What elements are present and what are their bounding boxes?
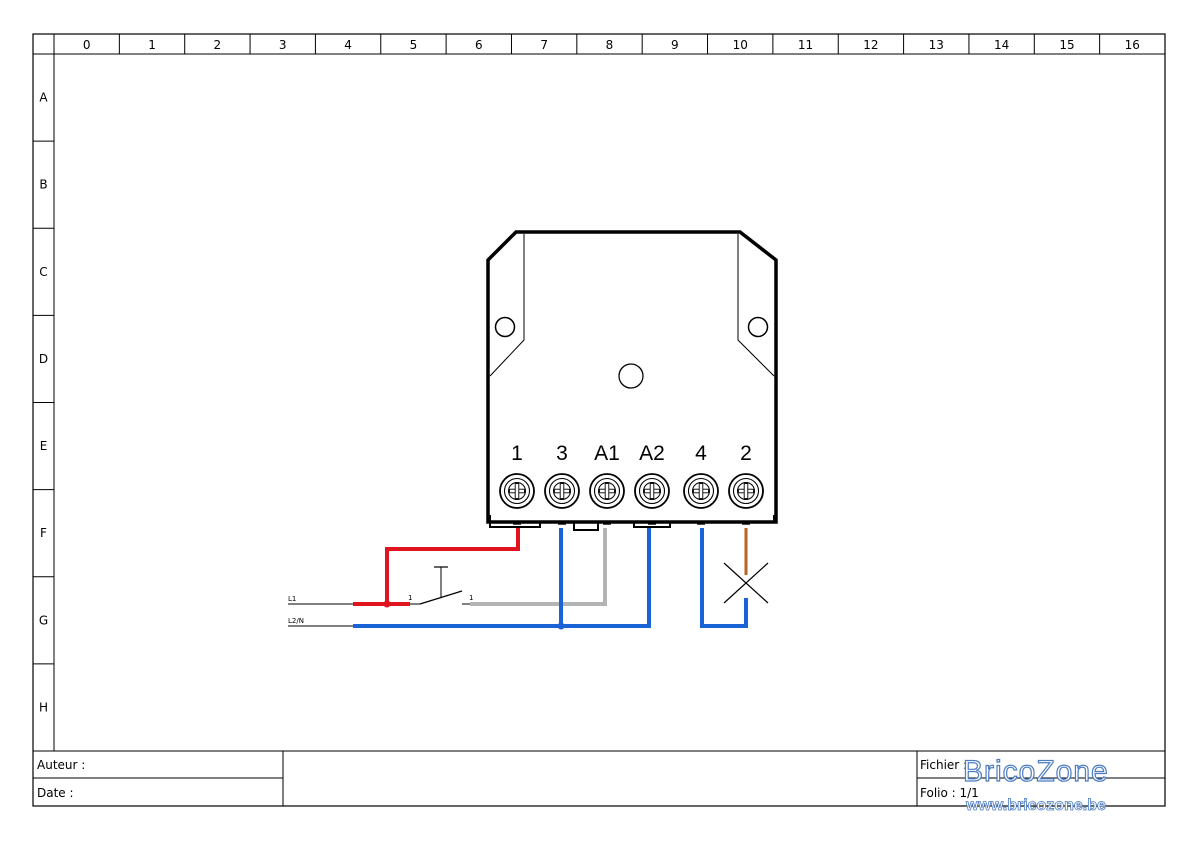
- terminal-screw-icon: [499, 473, 535, 525]
- title-block: Auteur : Date : Fichier : Folio : 1/1: [33, 750, 1165, 806]
- relay-module: 1 3 A1 A2 4 2: [486, 230, 778, 531]
- column-label: 5: [410, 38, 418, 52]
- column-dividers: [118, 34, 1101, 54]
- row-label: G: [39, 613, 48, 627]
- wiring: L1 L2/N 1 1: [288, 528, 769, 630]
- row-labels: A B C D E F G H: [39, 91, 49, 715]
- column-label: 7: [540, 38, 548, 52]
- column-label: 0: [83, 38, 91, 52]
- column-label: 13: [929, 38, 944, 52]
- column-label: 1: [148, 38, 156, 52]
- watermark-url: www.bricozone.be: [965, 797, 1106, 814]
- terminal-screw-icon: [589, 473, 625, 525]
- terminal-label: A2: [639, 442, 665, 465]
- bricozone-watermark: BricoZone www.bricozone.be: [962, 754, 1109, 814]
- control-wire: [470, 528, 607, 606]
- terminal-label: A1: [594, 442, 620, 465]
- column-label: 3: [279, 38, 287, 52]
- terminal-screw-icon: [728, 473, 764, 525]
- row-label: C: [39, 265, 47, 279]
- author-label: Auteur :: [37, 758, 85, 772]
- file-label: Fichier :: [920, 758, 967, 772]
- watermark-brand: BricoZone: [963, 755, 1109, 788]
- phase-wire: [353, 528, 520, 606]
- row-label: B: [39, 178, 47, 192]
- column-label: 6: [475, 38, 483, 52]
- lamp-return-wire: [700, 528, 748, 628]
- terminal-label: 2: [740, 442, 752, 465]
- switch-out-label: 1: [469, 594, 473, 602]
- folio-label: Folio : 1/1: [920, 786, 979, 800]
- label-l1: L1: [288, 595, 296, 603]
- row-label: H: [39, 700, 48, 714]
- column-label: 12: [863, 38, 878, 52]
- column-label: 16: [1125, 38, 1140, 52]
- center-indicator-icon: [618, 363, 644, 389]
- phase-junction-icon: [383, 600, 391, 608]
- row-label: A: [39, 91, 48, 105]
- column-label: 11: [798, 38, 813, 52]
- terminal-screw-icon: [634, 473, 670, 525]
- left-flange: [489, 234, 525, 377]
- column-label: 8: [606, 38, 614, 52]
- terminal-screw-icon: [544, 473, 580, 525]
- neutral-junction-icon: [557, 622, 565, 630]
- row-label: E: [40, 439, 48, 453]
- column-label: 2: [214, 38, 222, 52]
- terminal-screw-icon: [683, 473, 719, 525]
- sheet-border: [32, 33, 1166, 807]
- row-dividers: [33, 140, 54, 665]
- date-label: Date :: [37, 786, 74, 800]
- column-label: 4: [344, 38, 352, 52]
- left-mount-hole-icon: [494, 316, 516, 338]
- pushbutton-switch: 1 1: [408, 566, 473, 605]
- right-mount-hole-icon: [747, 316, 769, 338]
- column-label: 14: [994, 38, 1009, 52]
- column-label: 15: [1059, 38, 1074, 52]
- switch-in-label: 1: [408, 594, 412, 602]
- right-flange: [737, 234, 775, 377]
- terminal-skirt: [489, 515, 775, 531]
- row-label: D: [39, 352, 48, 366]
- terminal-screws: [499, 473, 764, 525]
- row-label: F: [40, 526, 47, 540]
- neutral-wire: [353, 528, 651, 628]
- terminal-label: 4: [695, 442, 707, 465]
- column-label: 10: [733, 38, 748, 52]
- column-label: 9: [671, 38, 679, 52]
- label-l2n: L2/N: [288, 617, 304, 625]
- terminal-label: 1: [511, 442, 523, 465]
- terminal-labels: 1 3 A1 A2 4 2: [511, 442, 752, 465]
- terminal-label: 3: [556, 442, 568, 465]
- lamp-icon: [723, 562, 769, 604]
